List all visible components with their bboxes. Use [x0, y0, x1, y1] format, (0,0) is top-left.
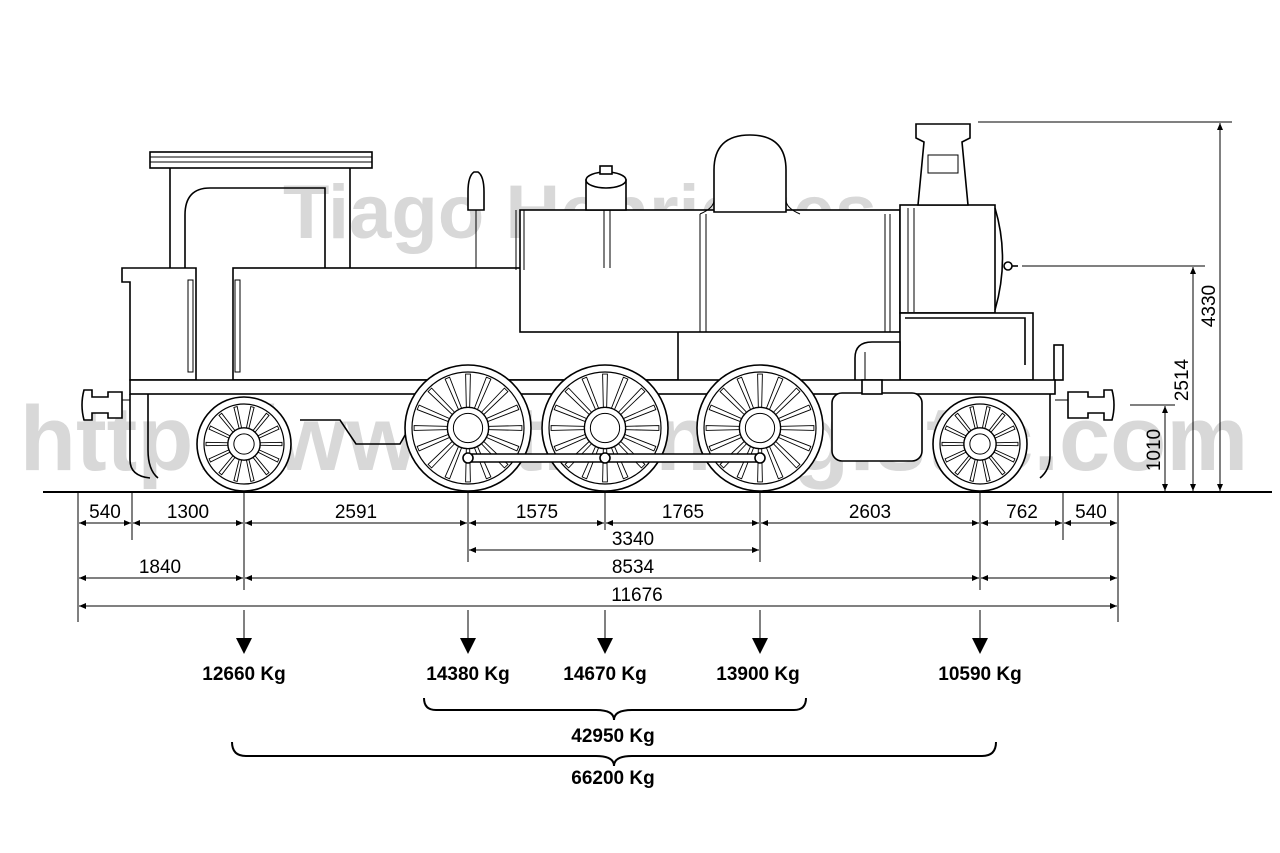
- rear-buffer: [81, 389, 123, 421]
- locomotive-drawing: [81, 123, 1115, 479]
- load-arrow-coupled-1: [460, 610, 476, 654]
- dim-front-buffer-overhang: 540: [1075, 502, 1107, 523]
- dim-rear-buffer-overhang: 540: [89, 502, 121, 523]
- load-arrow-coupled-3: [752, 610, 768, 654]
- rear-carrying-wheel: [196, 396, 292, 492]
- coupled-wheel-2: [541, 364, 669, 492]
- steam-dome: [713, 134, 787, 213]
- dimensions: 540 1300 2591 1575 1765 2603 762 540 334…: [77, 121, 1232, 622]
- load-coupled-axle-3: 13900 Kg: [716, 664, 799, 685]
- front-buffer: [1067, 389, 1115, 421]
- boiler: [519, 209, 901, 333]
- dim-length-over-buffers: 11676: [611, 585, 662, 606]
- load-front-axle: 10590 Kg: [938, 664, 1021, 685]
- cab-roof: [149, 151, 373, 169]
- dim-coupled-wheelbase: 3340: [612, 529, 654, 550]
- load-coupled-axle-1: 14380 Kg: [426, 664, 509, 685]
- dim-boiler-axis-height: 2514: [1172, 358, 1193, 401]
- adhesion-brace: [423, 697, 807, 721]
- dim-rear-overhang: 1840: [139, 557, 181, 578]
- load-rear-axle: 12660 Kg: [202, 664, 285, 685]
- total-brace: [231, 741, 997, 767]
- smokebox: [899, 204, 996, 314]
- load-arrow-coupled-2: [597, 610, 613, 654]
- coupling-rod: [462, 452, 766, 464]
- coal-bunker: [121, 267, 197, 381]
- dim-coupled-2-3: 1765: [662, 502, 704, 523]
- cab: [169, 168, 351, 268]
- dim-coupled-to-front: 2603: [849, 502, 891, 523]
- dim-buffer-height: 1010: [1144, 429, 1165, 471]
- dim-total-height: 4330: [1199, 285, 1220, 327]
- adhesion-weight: 42950 Kg: [571, 726, 654, 747]
- load-arrow-front: [972, 610, 988, 654]
- front-cylinder-cover: [899, 312, 1034, 381]
- frame-lower: [129, 394, 1051, 479]
- coupled-wheel-3: [696, 364, 824, 492]
- front-carrying-wheel: [932, 396, 1028, 492]
- total-weight: 66200 Kg: [571, 768, 654, 789]
- cylinder: [831, 392, 923, 462]
- coupled-wheel-1: [404, 364, 532, 492]
- dim-front-axle-to-frame: 762: [1006, 502, 1038, 523]
- dim-coupled-1-2: 1575: [516, 502, 558, 523]
- steam-pipe: [854, 341, 901, 380]
- dim-rear-axle-to-frame: 1300: [167, 502, 209, 523]
- dim-rear-to-first-coupled: 2591: [335, 502, 377, 523]
- axle-loads: 12660 Kg 14380 Kg 14670 Kg 13900 Kg 1059…: [202, 610, 1022, 789]
- whistle: [467, 171, 485, 211]
- load-coupled-axle-2: 14670 Kg: [563, 664, 646, 685]
- load-arrow-rear: [236, 610, 252, 654]
- dim-total-wheelbase: 8534: [612, 557, 655, 578]
- chimney: [915, 123, 971, 206]
